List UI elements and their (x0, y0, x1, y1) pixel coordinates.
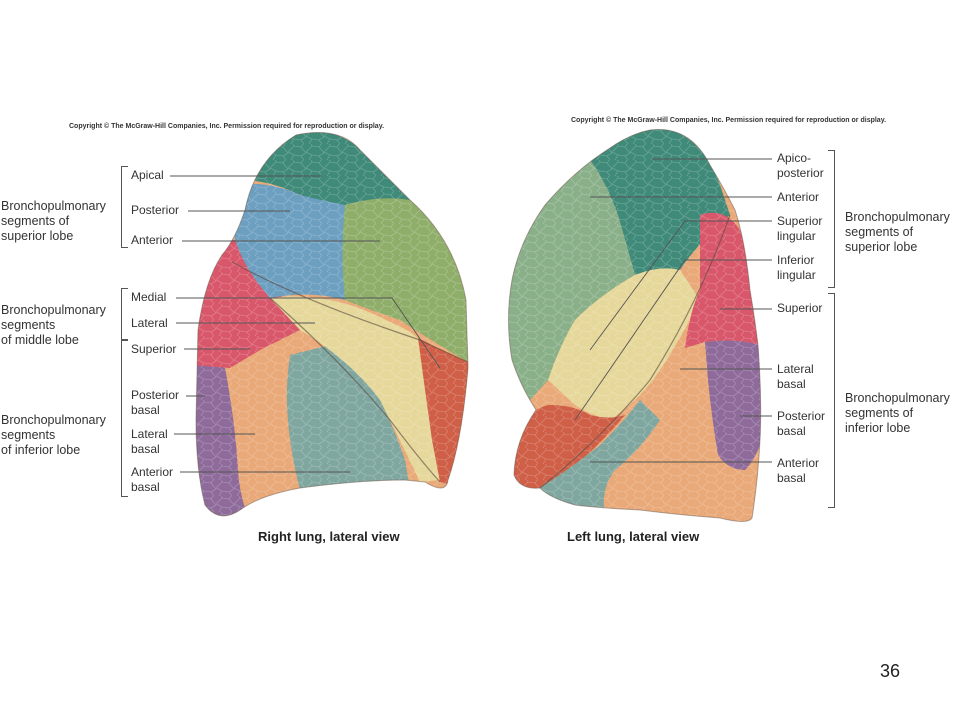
right-lung-caption: Right lung, lateral view (258, 529, 400, 544)
left-lung-caption: Left lung, lateral view (567, 529, 700, 544)
left-leader-lines (574, 158, 772, 463)
page-number: 36 (880, 661, 901, 681)
label-posterior: Posterior (131, 203, 180, 217)
copyright-left-figure: Copyright © The McGraw-Hill Companies, I… (571, 117, 887, 124)
label-superior-lingular: Superior lingular (777, 214, 823, 243)
right-middle-bracket (121, 288, 128, 340)
label-anterior: Anterior (131, 233, 174, 247)
left-inferior-lobe-group: Bronchopulmonary segments of inferior lo… (845, 391, 950, 435)
label-superior: Superior (131, 342, 177, 356)
left-lung (508, 129, 761, 522)
right-superior-bracket (121, 166, 128, 248)
left-superior-bracket (828, 150, 835, 288)
label-left-anterior: Anterior (777, 190, 820, 204)
label-lateral-basal: Lateral basal (131, 427, 168, 456)
right-leader-lines (170, 175, 441, 473)
right-superior-lobe-group: Bronchopulmonary segments of superior lo… (1, 199, 106, 243)
right-lung (196, 132, 468, 516)
label-left-posterior-basal: Posterior basal (777, 409, 826, 438)
right-middle-lobe-group: Bronchopulmonary segments of middle lobe (1, 303, 106, 347)
label-apico-posterior: Apico- posterior (777, 151, 824, 180)
label-posterior-basal: Posterior basal (131, 388, 180, 417)
right-inferior-bracket (121, 340, 128, 497)
label-anterior-basal: Anterior basal (131, 465, 174, 494)
left-inferior-bracket (828, 293, 835, 508)
right-inferior-lobe-group: Bronchopulmonary segments of inferior lo… (1, 413, 106, 457)
label-left-lateral-basal: Lateral basal (777, 362, 814, 391)
label-apical: Apical (131, 168, 164, 182)
label-medial: Medial (131, 290, 167, 304)
label-left-anterior-basal: Anterior basal (777, 456, 820, 485)
label-lateral: Lateral (131, 316, 168, 330)
copyright-right-figure: Copyright © The McGraw-Hill Companies, I… (69, 123, 385, 130)
label-inferior-lingular: Inferior lingular (777, 253, 816, 282)
left-superior-lobe-group: Bronchopulmonary segments of superior lo… (845, 210, 950, 254)
label-left-superior: Superior (777, 301, 823, 315)
